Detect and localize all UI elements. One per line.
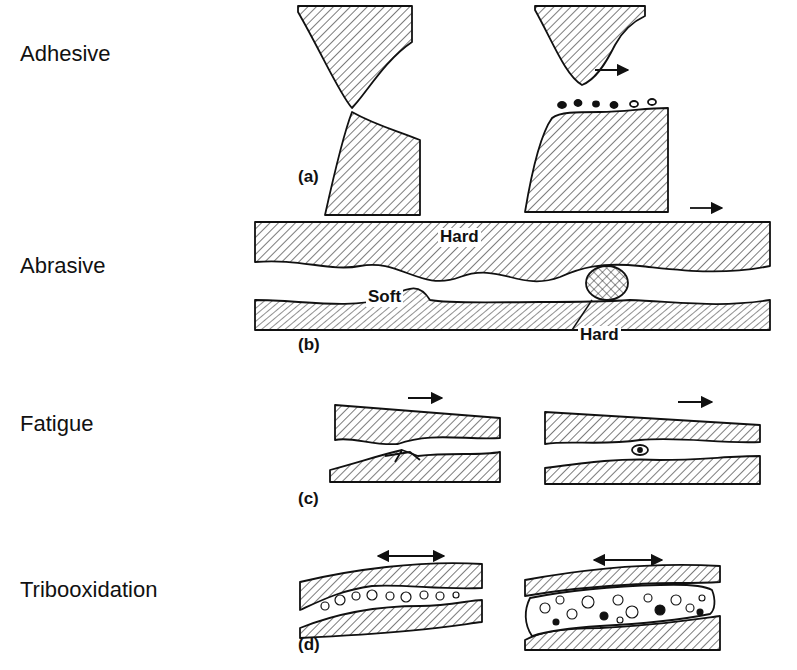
- hard-body: [255, 222, 770, 281]
- oxide-particles: [540, 594, 705, 625]
- upper-body: [335, 405, 500, 444]
- mechanism-name: Abrasive: [20, 254, 106, 278]
- motion-arrow: [678, 401, 712, 403]
- lower-body: [525, 616, 720, 650]
- lower-body: [300, 600, 482, 638]
- upper-body: [545, 412, 760, 444]
- fatigue-particle: [632, 445, 648, 455]
- panel-letter: (a): [298, 168, 319, 187]
- oxide-particles: [321, 590, 459, 610]
- motion-arrow: [690, 207, 722, 209]
- soft-body: [255, 288, 770, 330]
- fatigue-crack: [385, 450, 420, 462]
- hard-particle: [586, 266, 628, 300]
- mechanism-name: Adhesive: [20, 42, 111, 66]
- lower-asperity: [325, 112, 420, 215]
- panel-letter: (d): [298, 636, 320, 655]
- motion-arrow: [408, 397, 442, 399]
- upper-asperity: [535, 6, 645, 85]
- mechanism-name: Tribooxidation: [20, 578, 157, 602]
- upper-asperity: [298, 6, 412, 108]
- panel-letter: (b): [298, 336, 320, 355]
- mechanism-name: Fatigue: [20, 412, 93, 436]
- panel-letter: (c): [298, 490, 319, 509]
- material-label: Hard: [438, 228, 481, 247]
- wear-debris: [558, 99, 656, 108]
- lower-body: [545, 456, 760, 484]
- material-label: Soft: [366, 288, 403, 307]
- oxide-layer: [526, 585, 715, 636]
- motion-arrow: [594, 559, 662, 561]
- motion-arrow: [595, 69, 628, 71]
- lower-body: [330, 450, 500, 482]
- lower-asperity: [525, 108, 668, 212]
- material-label: Hard: [578, 326, 621, 345]
- motion-arrow: [378, 555, 444, 557]
